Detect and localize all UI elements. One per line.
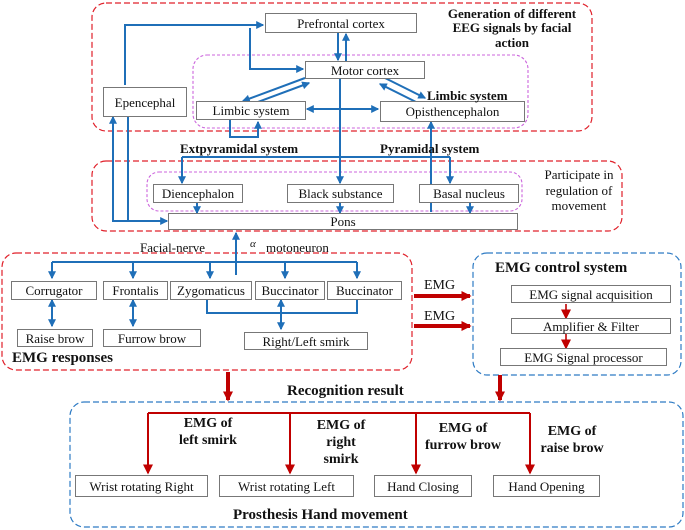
arrow-to-motor-cortex — [249, 28, 305, 73]
muscle-buccinator-1: Buccinator — [255, 281, 325, 300]
motor-cortex-box: Motor cortex — [305, 61, 425, 79]
basal-nucleus-box: Basal nucleus — [419, 184, 519, 203]
epencephal-box: Epencephal — [103, 87, 187, 117]
pyramidal-label: Pyramidal system — [380, 141, 480, 156]
emg-label-top: EMG — [424, 278, 456, 293]
black-substance-box: Black substance — [287, 184, 394, 203]
action-wrist-rotating-left: Wrist rotating Left — [219, 475, 354, 497]
eeg-generation-region — [91, 2, 593, 132]
prefrontal-cortex-box: Prefrontal cortex — [265, 13, 417, 33]
label-left-smirk: EMG of left smirk — [179, 416, 237, 448]
emg-label-bottom: EMG — [424, 309, 456, 324]
amplifier-filter-box: Amplifier & Filter — [511, 318, 671, 334]
extrapyramidal-label: Extpyramidal system — [180, 141, 299, 156]
emg-responses-region — [1, 252, 413, 371]
motoneuron-label: motoneuron — [266, 240, 329, 255]
furrow-brow-box: Furrow brow — [103, 329, 201, 347]
movement-regulation-region — [91, 160, 623, 232]
muscle-zygomaticus: Zygomaticus — [170, 281, 252, 300]
muscle-buccinator-2: Buccinator — [327, 281, 402, 300]
facial-nerve-label: Facial-nerve — [140, 240, 205, 255]
emg-control-title: EMG control system — [495, 260, 628, 276]
arrow-pons-epencephal — [109, 115, 167, 222]
arrow-opisthencephalon-motor — [378, 83, 421, 105]
smirk-box: Right/Left smirk — [244, 332, 368, 350]
arrow-motor-opisthencephalon — [384, 77, 427, 99]
limbic-system-label: Limbic system — [427, 88, 508, 103]
subcortical-region — [146, 171, 523, 212]
arrow-epencephal-pons — [127, 117, 169, 225]
limbic-system-box: Limbic system — [196, 101, 306, 120]
diencephalon-box: Diencephalon — [153, 184, 243, 203]
limbic-region — [192, 54, 529, 129]
muscle-corrugator: Corrugator — [11, 281, 97, 300]
emg-acquisition-box: EMG signal acquisition — [511, 285, 671, 303]
action-hand-opening: Hand Opening — [493, 475, 600, 497]
action-wrist-rotating-right: Wrist rotating Right — [75, 475, 208, 497]
arrow-limbic-loop — [229, 119, 262, 138]
alpha-symbol: α — [250, 238, 256, 250]
arrow-epencephal-prefrontal — [124, 21, 265, 85]
label-right-smirk: EMG of right smirk — [316, 418, 366, 467]
action-hand-closing: Hand Closing — [374, 475, 472, 497]
arrow-motor-limbic — [241, 77, 306, 103]
raise-brow-box: Raise brow — [17, 329, 93, 347]
recognition-title: Recognition result — [287, 383, 404, 399]
emg-responses-title: EMG responses — [12, 350, 113, 366]
opisthencephalon-box: Opisthencephalon — [380, 101, 525, 122]
muscle-frontalis: Frontalis — [103, 281, 168, 300]
pons-box: Pons — [168, 213, 518, 230]
emg-processor-box: EMG Signal processor — [500, 348, 667, 366]
label-furrow-brow: EMG of furrow brow — [424, 421, 502, 453]
movement-regulation-title: Participate in regulation of movement — [544, 167, 614, 214]
prosthesis-title: Prosthesis Hand movement — [233, 507, 408, 523]
eeg-generation-title: Generation of different EEG signals by f… — [447, 6, 577, 50]
label-raise-brow: EMG of raise brow — [540, 424, 604, 456]
recognition-region — [69, 401, 684, 528]
emg-control-region — [472, 252, 682, 376]
